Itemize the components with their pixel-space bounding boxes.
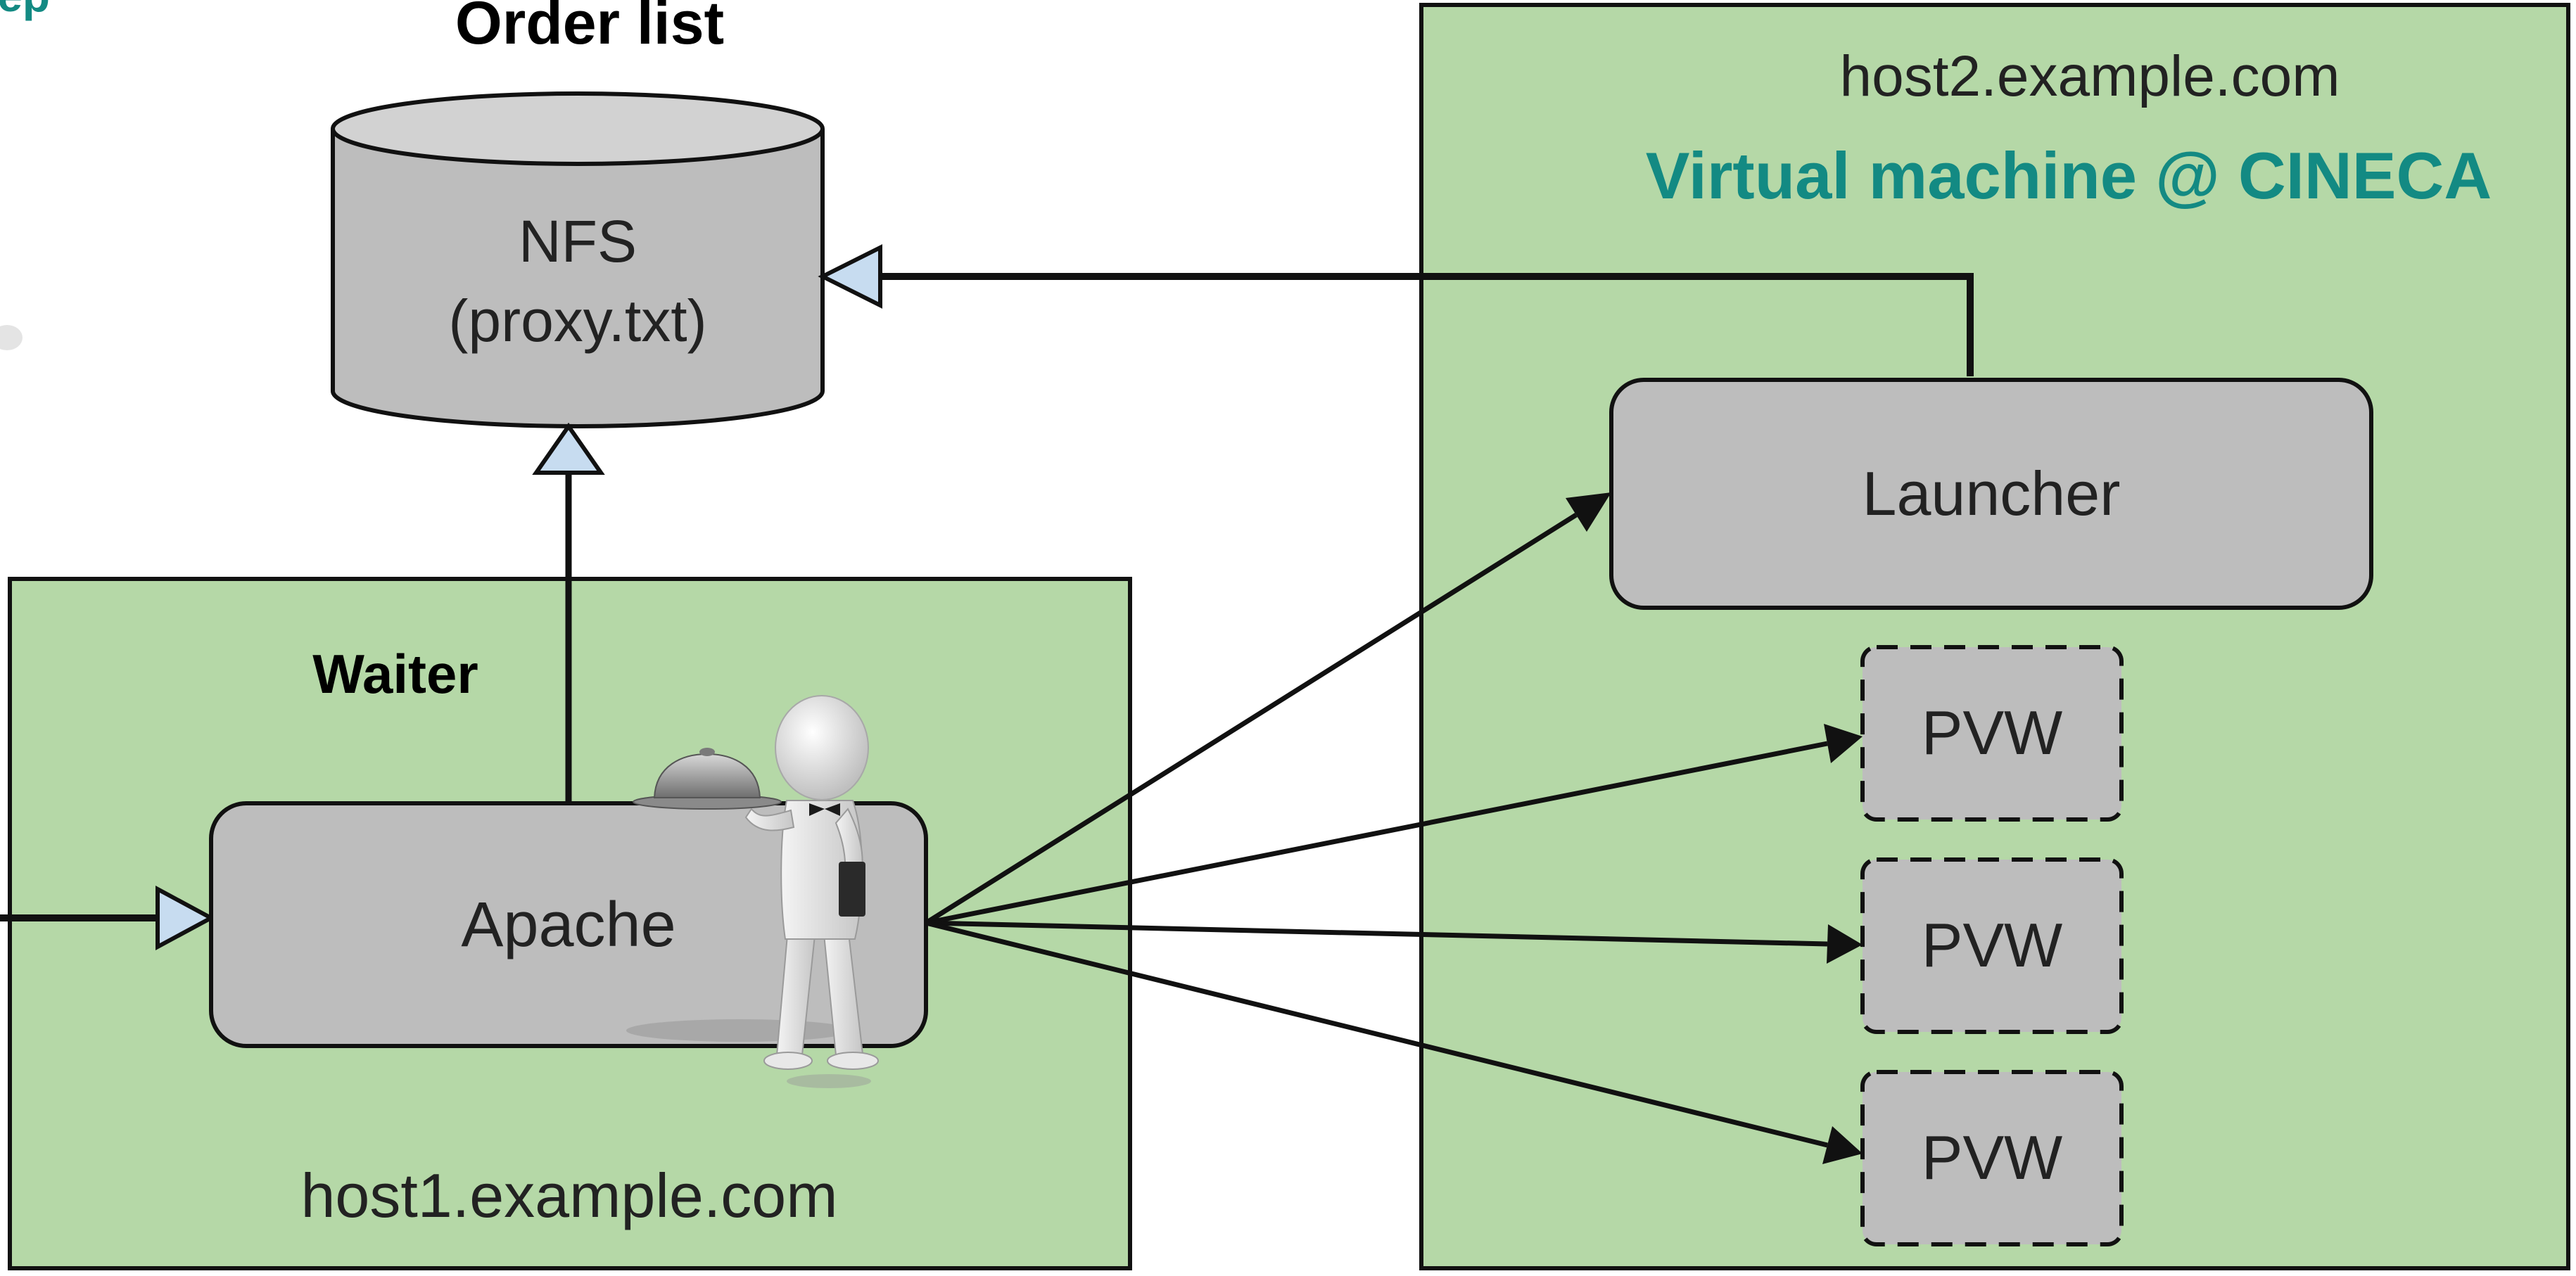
arrowhead-to-launcher	[1566, 492, 1611, 532]
host2-box	[1419, 3, 2570, 1270]
pvw-node: PVW	[1860, 645, 2124, 822]
nfs-file-label: (proxy.txt)	[448, 288, 706, 354]
pvw-label: PVW	[1922, 1123, 2062, 1192]
pvw-node: PVW	[1860, 1070, 2124, 1246]
pvw-label: PVW	[1922, 698, 2062, 767]
cloche-tray-icon	[633, 748, 782, 810]
pvw-node: PVW	[1860, 857, 2124, 1034]
vm-label: Virtual machine @ CINECA	[1646, 139, 2492, 212]
waiter-figure-icon	[626, 695, 879, 1088]
arrowhead-to-pvw-3	[1822, 1126, 1863, 1164]
apache-node: Apache	[209, 801, 928, 1048]
pvw-label: PVW	[1922, 910, 2062, 980]
nfs-label: NFS	[519, 208, 637, 274]
waiter-label: Waiter	[312, 643, 478, 705]
apache-label: Apache	[461, 890, 675, 960]
launcher-node: Launcher	[1609, 378, 2373, 610]
host1-hostname: host1.example.com	[300, 1161, 837, 1230]
nfs-storage-cylinder: NFS (proxy.txt)	[331, 91, 825, 428]
edge-shadow	[0, 325, 23, 350]
fanout-arrows	[925, 492, 1863, 1164]
cropped-title-fragment: tep	[0, 0, 50, 21]
arrowhead-to-pvw-2	[1827, 924, 1863, 964]
order-list-label: Order list	[455, 0, 724, 57]
arrowhead-to-nfs-side	[818, 244, 882, 309]
arrowhead-to-pvw-1	[1824, 724, 1863, 763]
host2-hostname: host2.example.com	[1839, 44, 2340, 108]
connectors	[0, 244, 1974, 951]
arrowhead-to-nfs-bottom	[532, 422, 605, 475]
arrowhead-into-apache	[156, 885, 216, 951]
launcher-label: Launcher	[1863, 459, 2121, 528]
